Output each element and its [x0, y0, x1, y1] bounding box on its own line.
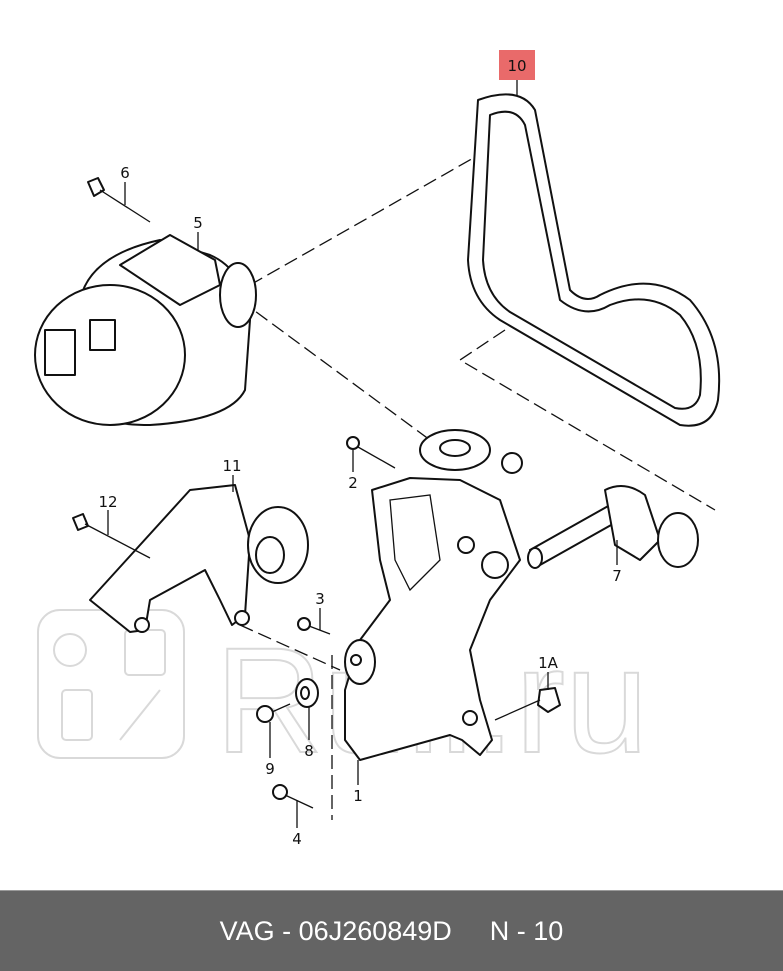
- bolt-6: [87, 177, 151, 223]
- bolt-2: [346, 436, 396, 469]
- bolt-9: [256, 703, 291, 723]
- clip-1A: [494, 687, 561, 721]
- footer-bar: VAG - 06J260849D N - 10: [0, 890, 783, 971]
- idler-roller: [527, 485, 699, 569]
- ribbed-v-belt: [467, 93, 721, 427]
- callout-1[interactable]: 1: [353, 787, 363, 805]
- callout-8[interactable]: 8: [304, 742, 314, 760]
- bolt-4: [272, 784, 314, 809]
- callout-4[interactable]: 4: [292, 830, 302, 848]
- accessory-bracket: [344, 477, 521, 761]
- alternator: [34, 234, 257, 426]
- callout-labels: 10 6 5 11 12 2 3 1A 7 8 9 1 4: [98, 57, 621, 848]
- callout-2[interactable]: 2: [348, 474, 358, 492]
- tensioner-bracket: [89, 484, 309, 633]
- callout-10-highlight: [499, 50, 535, 80]
- callout-9[interactable]: 9: [265, 760, 275, 778]
- callout-10[interactable]: 10: [507, 57, 526, 75]
- callout-12[interactable]: 12: [98, 493, 117, 511]
- callout-11[interactable]: 11: [222, 457, 241, 475]
- part-number: VAG - 06J260849D: [219, 915, 452, 946]
- diagram-position: N - 10: [489, 915, 564, 946]
- callout-7[interactable]: 7: [612, 567, 622, 585]
- callout-5[interactable]: 5: [193, 214, 203, 232]
- parts-diagram: Ruli.ru: [34, 50, 721, 848]
- callout-1A[interactable]: 1A: [538, 654, 559, 672]
- callout-3[interactable]: 3: [315, 590, 325, 608]
- washer-8: [295, 678, 319, 708]
- bolt-12: [72, 513, 151, 559]
- leader-lines: [107, 80, 618, 828]
- bolt-3: [297, 617, 331, 635]
- callout-6[interactable]: 6: [120, 164, 130, 182]
- pulley: [419, 429, 523, 474]
